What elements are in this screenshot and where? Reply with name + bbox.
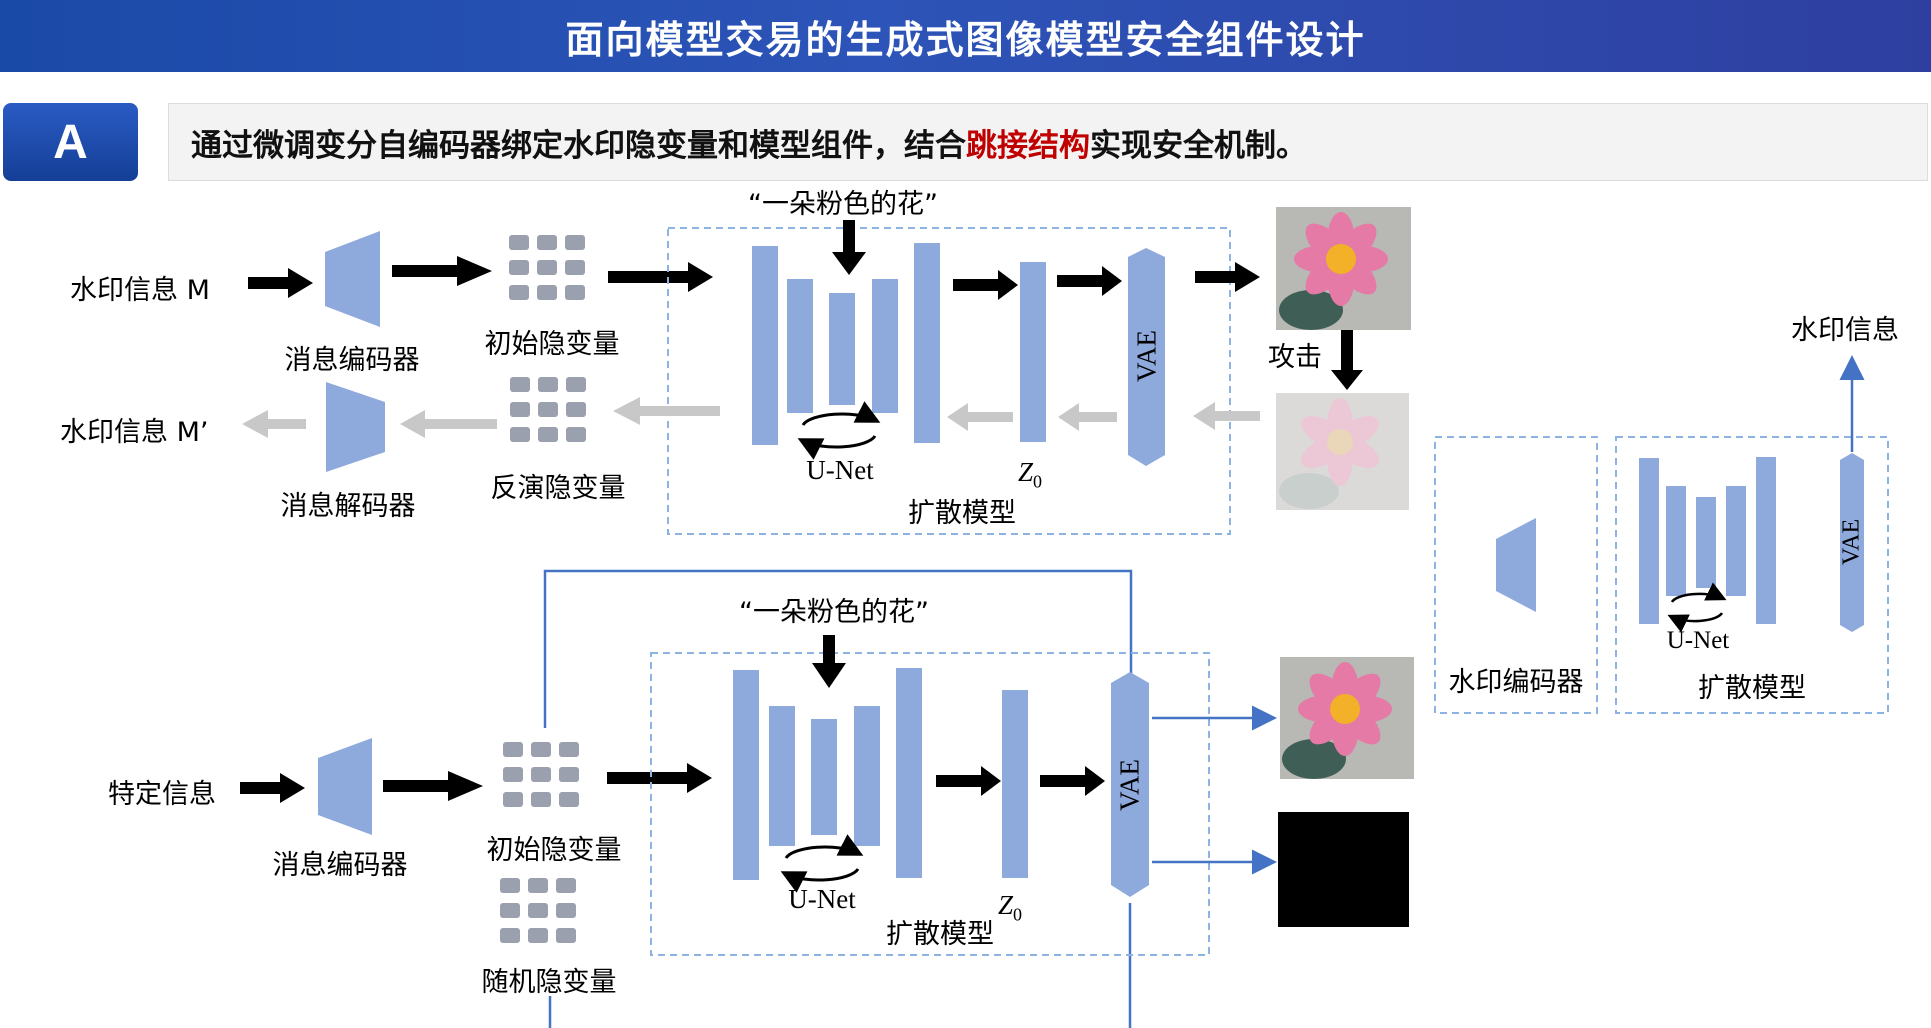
bottom-latent-to-diffusion-arrow	[607, 763, 712, 793]
attacked-flower-image	[1276, 393, 1409, 510]
top-initial-latent-label: 初始隐变量	[484, 329, 620, 360]
top-z0-to-vae-arrow	[1057, 266, 1122, 296]
top-diffusion-label: 扩散模型	[908, 498, 1016, 529]
top-latent-to-diffusion-arrow	[608, 262, 713, 292]
top-inverted-latent-label: 反演隐变量	[490, 473, 626, 504]
top-unet-bars	[752, 243, 940, 445]
top-vae-label: VAE	[1131, 329, 1162, 383]
top-input-label: 水印信息 M	[70, 275, 210, 306]
right-vae-label: VAE	[1838, 518, 1865, 566]
right-output-label: 水印信息	[1791, 315, 1899, 346]
bottom-prompt-arrow	[812, 635, 846, 688]
bottom-random-skip-line	[548, 903, 1132, 1028]
right-unet-bars	[1639, 457, 1776, 624]
bottom-encoder-to-latent-arrow	[383, 771, 483, 801]
top-encoder-label: 消息编码器	[284, 345, 420, 376]
top-grey-reverse-arrows	[242, 397, 1260, 438]
top-flower-image	[1276, 207, 1411, 330]
attack-label: 攻击	[1268, 342, 1322, 373]
bottom-initial-latent-grid	[503, 742, 579, 807]
right-vae-shape	[1840, 453, 1864, 632]
top-vae-shape	[1128, 248, 1165, 466]
top-inverted-latent-grid	[510, 377, 586, 442]
bottom-z0-bar	[1002, 690, 1028, 878]
bottom-z0-label: Z0	[998, 890, 1023, 925]
top-diffusion-box	[667, 227, 1231, 535]
intro-text: 通过微调变分自编码器绑定水印隐变量和模型组件，结合跳接结构实现安全机制。	[168, 103, 1928, 181]
bottom-cycle-icon	[780, 834, 864, 893]
top-decoder-label: 消息解码器	[280, 491, 416, 522]
top-input-arrow	[248, 268, 313, 298]
top-z0-bar	[1020, 262, 1046, 442]
bottom-vae-label: VAE	[1114, 758, 1145, 812]
top-vae-to-image-arrow	[1195, 262, 1260, 292]
bottom-encoder-label: 消息编码器	[272, 850, 408, 881]
black-output-image	[1278, 812, 1409, 927]
right-encoder-box	[1434, 436, 1598, 714]
page-title: 面向模型交易的生成式图像模型安全组件设计	[0, 0, 1931, 72]
bottom-random-latent-label: 随机隐变量	[481, 967, 617, 998]
bottom-z0-to-vae-arrow	[1040, 766, 1105, 796]
top-unet-label: U-Net	[806, 455, 874, 485]
bottom-unet-label: U-Net	[788, 884, 856, 914]
bottom-initial-latent-label: 初始隐变量	[486, 835, 622, 866]
right-cycle-icon	[1667, 582, 1727, 633]
bottom-diffusion-label: 扩散模型	[886, 919, 994, 950]
bottom-unet-bars	[733, 668, 922, 880]
right-watermark-encoder-label: 水印编码器	[1448, 667, 1584, 698]
top-message-encoder-shape	[325, 231, 380, 327]
bottom-skip-connection-line	[543, 569, 1133, 728]
top-unet-to-z0-arrow	[953, 270, 1018, 300]
top-output-label: 水印信息 M’	[60, 417, 209, 448]
bottom-unet-to-z0-arrow	[936, 766, 1001, 796]
top-encoder-to-latent-arrow	[392, 256, 492, 286]
right-diffusion-label: 扩散模型	[1698, 673, 1806, 704]
bottom-prompt-label: “一朵粉色的花”	[739, 597, 929, 628]
attack-arrow	[1331, 330, 1363, 390]
top-prompt-arrow	[832, 220, 866, 275]
top-prompt-label: “一朵粉色的花”	[748, 189, 938, 220]
bottom-flower-image	[1280, 657, 1414, 779]
right-unet-label: U-Net	[1666, 627, 1730, 654]
bottom-input-label: 特定信息	[108, 779, 216, 810]
intro-highlight: 跳接结构	[966, 127, 1090, 164]
right-watermark-encoder-shape	[1496, 518, 1536, 612]
bottom-vae-shape	[1111, 672, 1149, 897]
top-message-decoder-shape	[326, 382, 385, 472]
right-diffusion-box	[1615, 436, 1889, 714]
top-initial-latent-grid	[509, 235, 585, 300]
bottom-input-arrow	[240, 773, 305, 803]
top-z0-label: Z0	[1018, 457, 1043, 492]
intro-prefix: 通过微调变分自编码器绑定水印隐变量和模型组件，结合	[191, 127, 966, 164]
section-badge: A	[3, 103, 138, 181]
intro-suffix: 实现安全机制。	[1090, 127, 1307, 164]
top-cycle-icon	[797, 401, 881, 460]
bottom-diffusion-box	[650, 652, 1210, 956]
bottom-message-encoder-shape	[318, 738, 372, 835]
bottom-random-latent-grid	[500, 878, 576, 943]
